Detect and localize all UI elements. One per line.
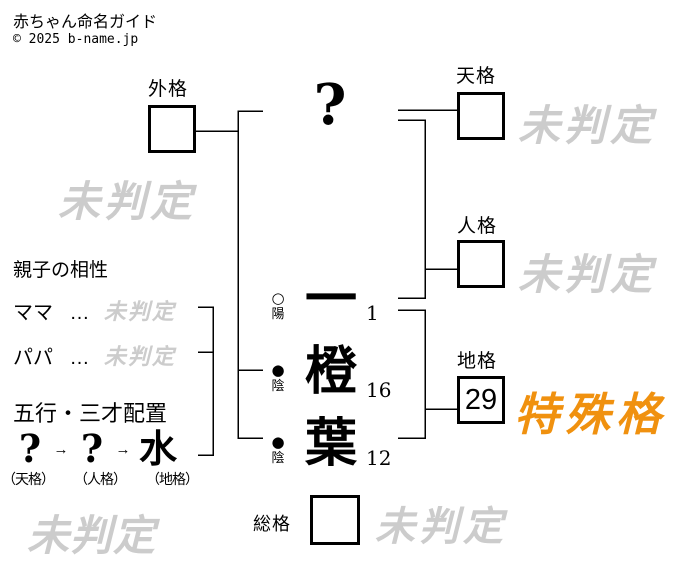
compat-row-papa: パパ … 未判定	[13, 339, 176, 371]
copyright: © 2025 b-name.jp	[13, 32, 139, 47]
yang-circle-icon: ○	[271, 289, 285, 307]
compat-row-mama: ママ … 未判定	[13, 294, 176, 326]
surname-placeholder-char: ?	[313, 72, 347, 138]
chikaku-special-status: 特殊格	[514, 388, 668, 441]
yin-label: 陰	[271, 377, 285, 393]
yin-circle-icon: ●	[271, 433, 285, 451]
jinkaku-bracket	[398, 119, 457, 299]
gogyo-label-jinkaku: （人格）	[74, 471, 127, 487]
inyo-marker-yang: ○ 陽	[265, 289, 291, 321]
papa-result: 未判定	[103, 344, 176, 370]
papa-label: パパ	[13, 347, 53, 369]
tenkaku-label: 天格	[456, 66, 497, 87]
soukaku-box	[310, 495, 360, 545]
arrow-right-icon: →	[115, 440, 131, 458]
arrow-right-icon: →	[53, 440, 69, 458]
jinkaku-undetermined-watermark: 未判定	[518, 250, 657, 299]
tenkaku-box	[457, 92, 505, 140]
bottom-left-undetermined-watermark: 未判定	[27, 511, 157, 560]
compatibility-heading: 親子の相性	[13, 260, 109, 281]
page-title: 赤ちゃん命名ガイド	[13, 14, 158, 31]
chikaku-label: 地格	[457, 351, 498, 372]
yang-label: 陽	[271, 305, 285, 321]
mama-dots: …	[69, 302, 90, 324]
name-char-2: 橙	[304, 341, 357, 402]
yin-label: 陰	[271, 449, 285, 465]
gaikaku-label: 外格	[148, 79, 189, 100]
gogyo-symbol-tenkaku: ?	[18, 426, 42, 471]
stroke-count-2: 16	[366, 378, 392, 402]
inyo-marker-yin-2: ● 陰	[265, 433, 291, 465]
jinkaku-label: 人格	[457, 216, 498, 237]
gogyo-symbol-chikaku: 水	[138, 426, 177, 471]
chikaku-box: 29	[457, 376, 505, 424]
gaikaku-undetermined-watermark: 未判定	[58, 177, 197, 226]
mama-result: 未判定	[103, 299, 176, 325]
tenkaku-undetermined-watermark: 未判定	[518, 101, 657, 150]
gogyo-heading: 五行・三才配置	[13, 401, 168, 426]
gogyo-sequence: ? → ? → 水	[13, 430, 179, 468]
name-char-1: 一	[304, 269, 357, 330]
mama-label: ママ	[13, 302, 53, 324]
gogyo-label-chikaku: （地格）	[146, 471, 199, 487]
gogyo-label-tenkaku: （天格）	[2, 471, 55, 487]
jinkaku-box	[457, 240, 505, 288]
inyo-marker-yin-1: ● 陰	[265, 361, 291, 393]
compatibility-bracket	[198, 306, 214, 456]
stroke-count-3: 12	[366, 446, 392, 470]
soukaku-undetermined-watermark: 未判定	[375, 503, 507, 550]
gaikaku-box	[148, 105, 196, 153]
chikaku-bracket	[398, 309, 457, 439]
yin-circle-icon: ●	[271, 361, 285, 379]
left-bracket	[237, 110, 263, 439]
papa-dots: …	[69, 347, 90, 369]
stroke-count-1: 1	[366, 301, 379, 325]
gogyo-symbol-jinkaku: ?	[80, 426, 104, 471]
name-char-3: 葉	[304, 413, 357, 474]
soukaku-label: 総格	[253, 514, 291, 534]
chikaku-value: 29	[464, 383, 498, 416]
